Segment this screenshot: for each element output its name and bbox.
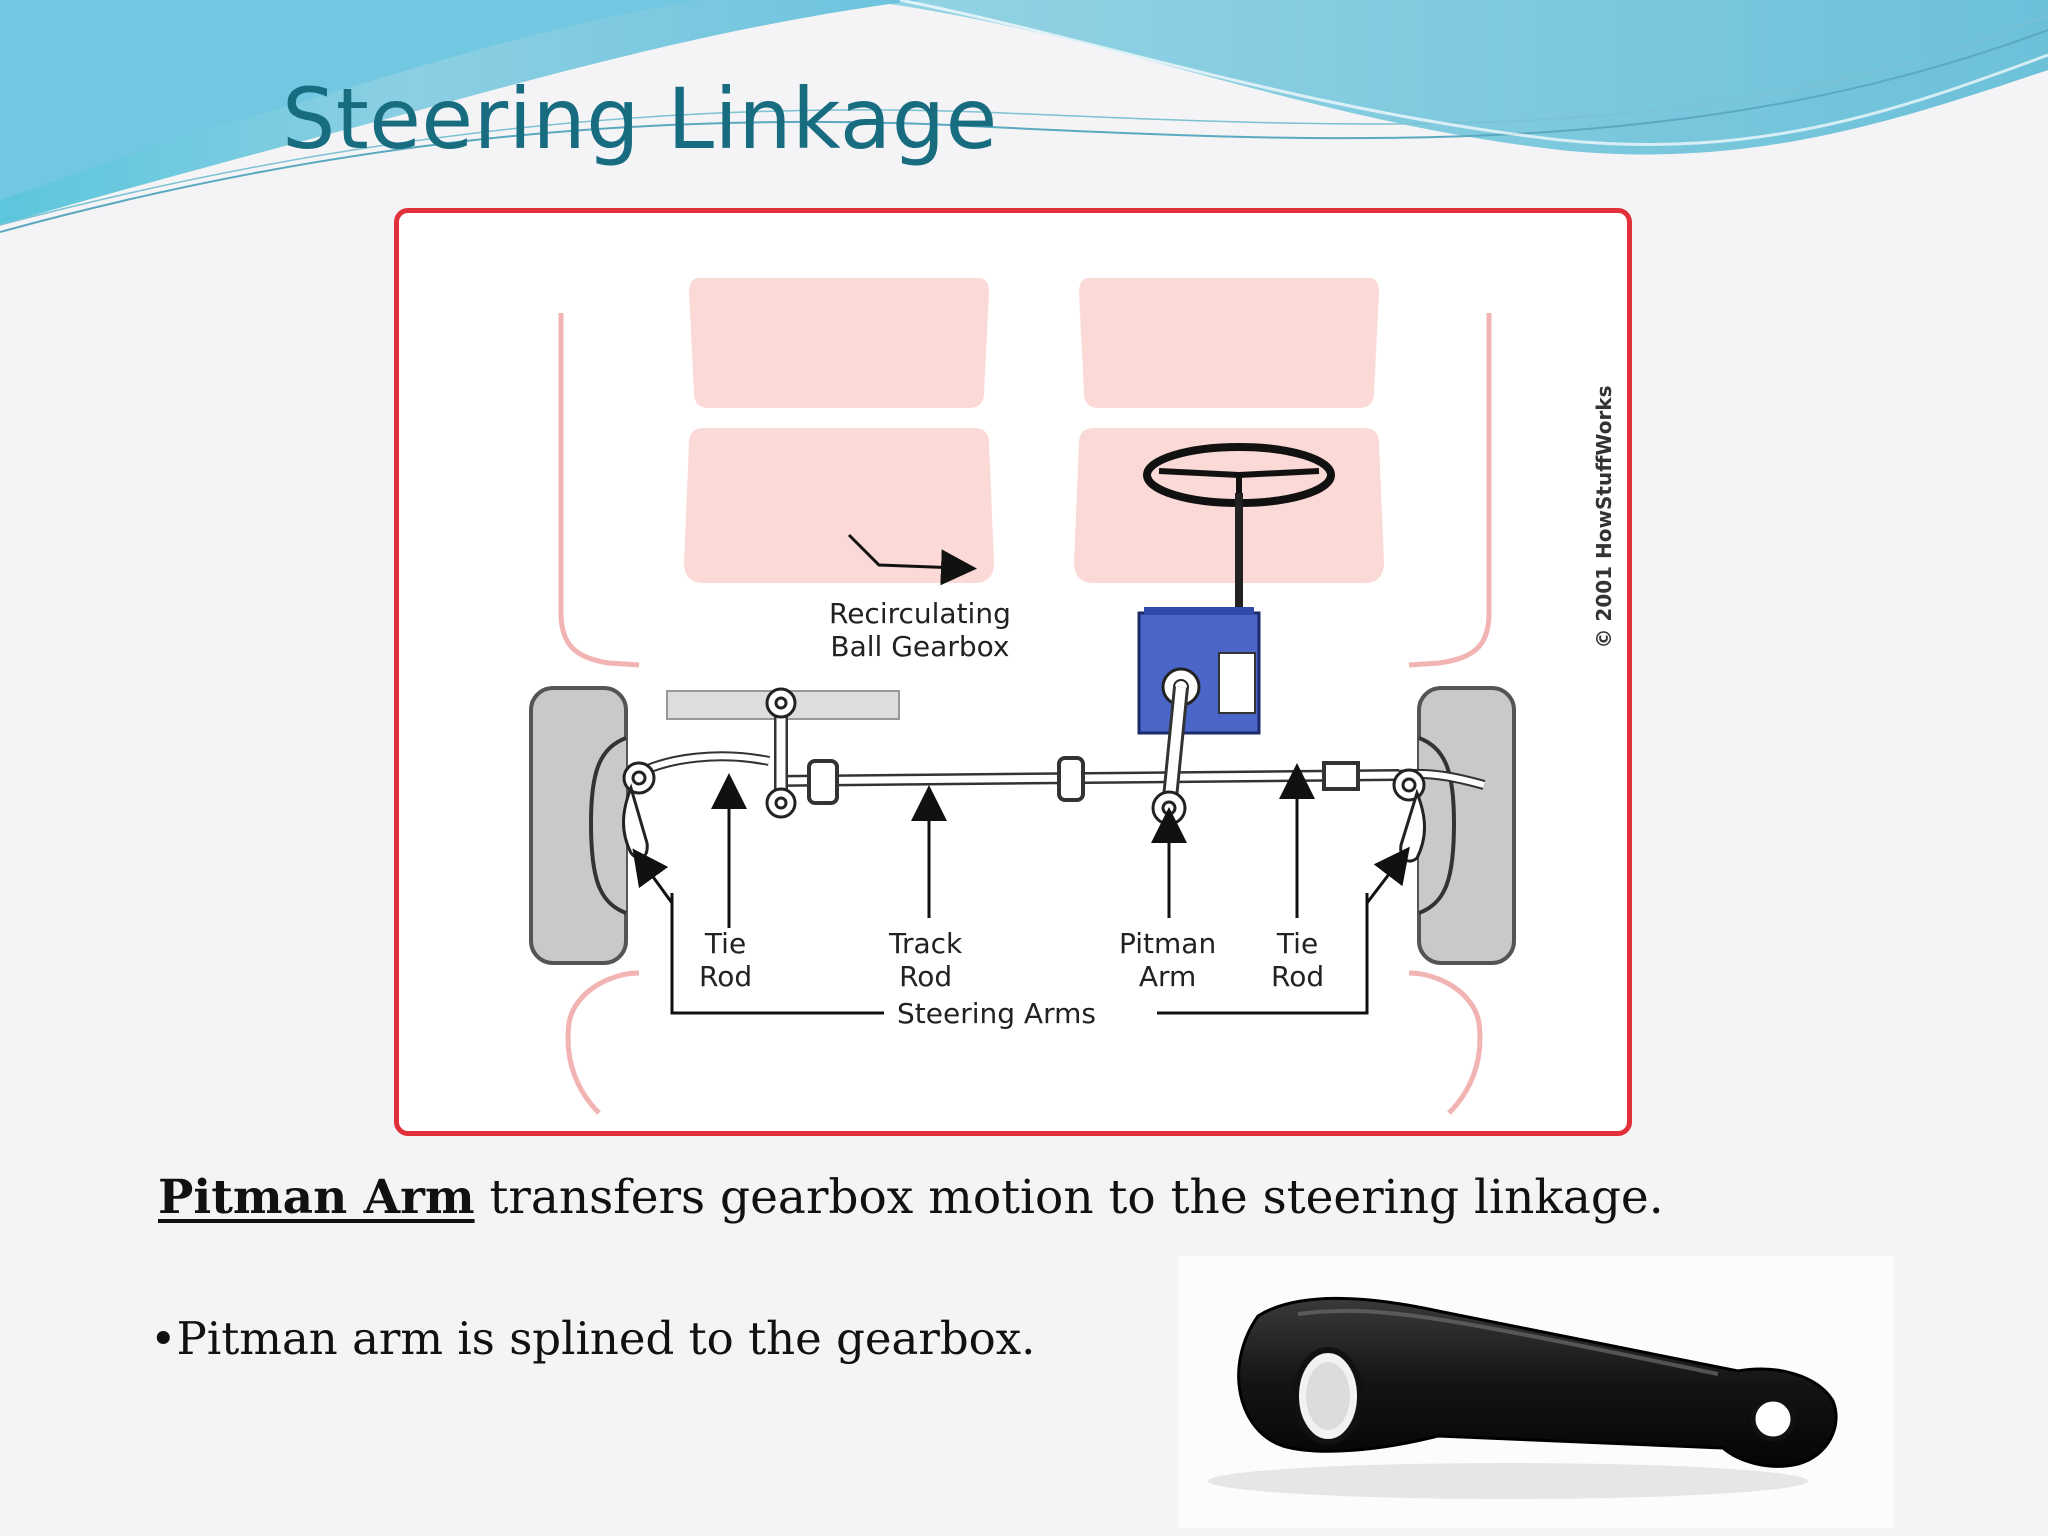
label-recirculating-ball-gearbox: Recirculating Ball Gearbox — [829, 597, 1011, 663]
caption: Pitman Arm transfers gearbox motion to t… — [158, 1170, 1664, 1225]
seats — [684, 278, 1384, 583]
bullet-item: •Pitman arm is splined to the gearbox. — [150, 1312, 1035, 1365]
bullet-marker: • — [150, 1312, 177, 1365]
car-body-outline — [558, 313, 1492, 1115]
steering-arms-bracket — [670, 893, 1369, 1015]
bullet-text: Pitman arm is splined to the gearbox. — [176, 1312, 1036, 1365]
leader-lines — [711, 533, 1315, 928]
diagram-drawing — [529, 278, 1516, 1115]
caption-text: transfers gearbox motion to the steering… — [474, 1170, 1664, 1225]
wheels — [529, 686, 1516, 965]
gearbox — [1137, 607, 1261, 735]
label-tie-rod-right: Tie Rod — [1271, 927, 1325, 993]
label-track-rod: Track Rod — [889, 927, 963, 993]
label-steering-arms: Steering Arms — [897, 997, 1096, 1030]
slide-title: Steering Linkage — [282, 70, 998, 168]
wave-header-decoration — [0, 0, 2048, 233]
label-tie-rod-left: Tie Rod — [699, 927, 753, 993]
steering-linkage-diagram: Recirculating Ball Gearbox Tie Rod Track… — [394, 208, 1632, 1136]
pitman-arm-photo — [1178, 1256, 1893, 1528]
copyright-notice: © 2001 HowStuffWorks — [1592, 385, 1616, 649]
steering-arm-shapes — [622, 783, 1426, 863]
steering-arms-arrowheads — [632, 846, 1410, 904]
caption-term: Pitman Arm — [158, 1170, 475, 1225]
pitman-arm-image — [1208, 1297, 1838, 1499]
label-pitman-arm: Pitman Arm — [1119, 927, 1217, 993]
